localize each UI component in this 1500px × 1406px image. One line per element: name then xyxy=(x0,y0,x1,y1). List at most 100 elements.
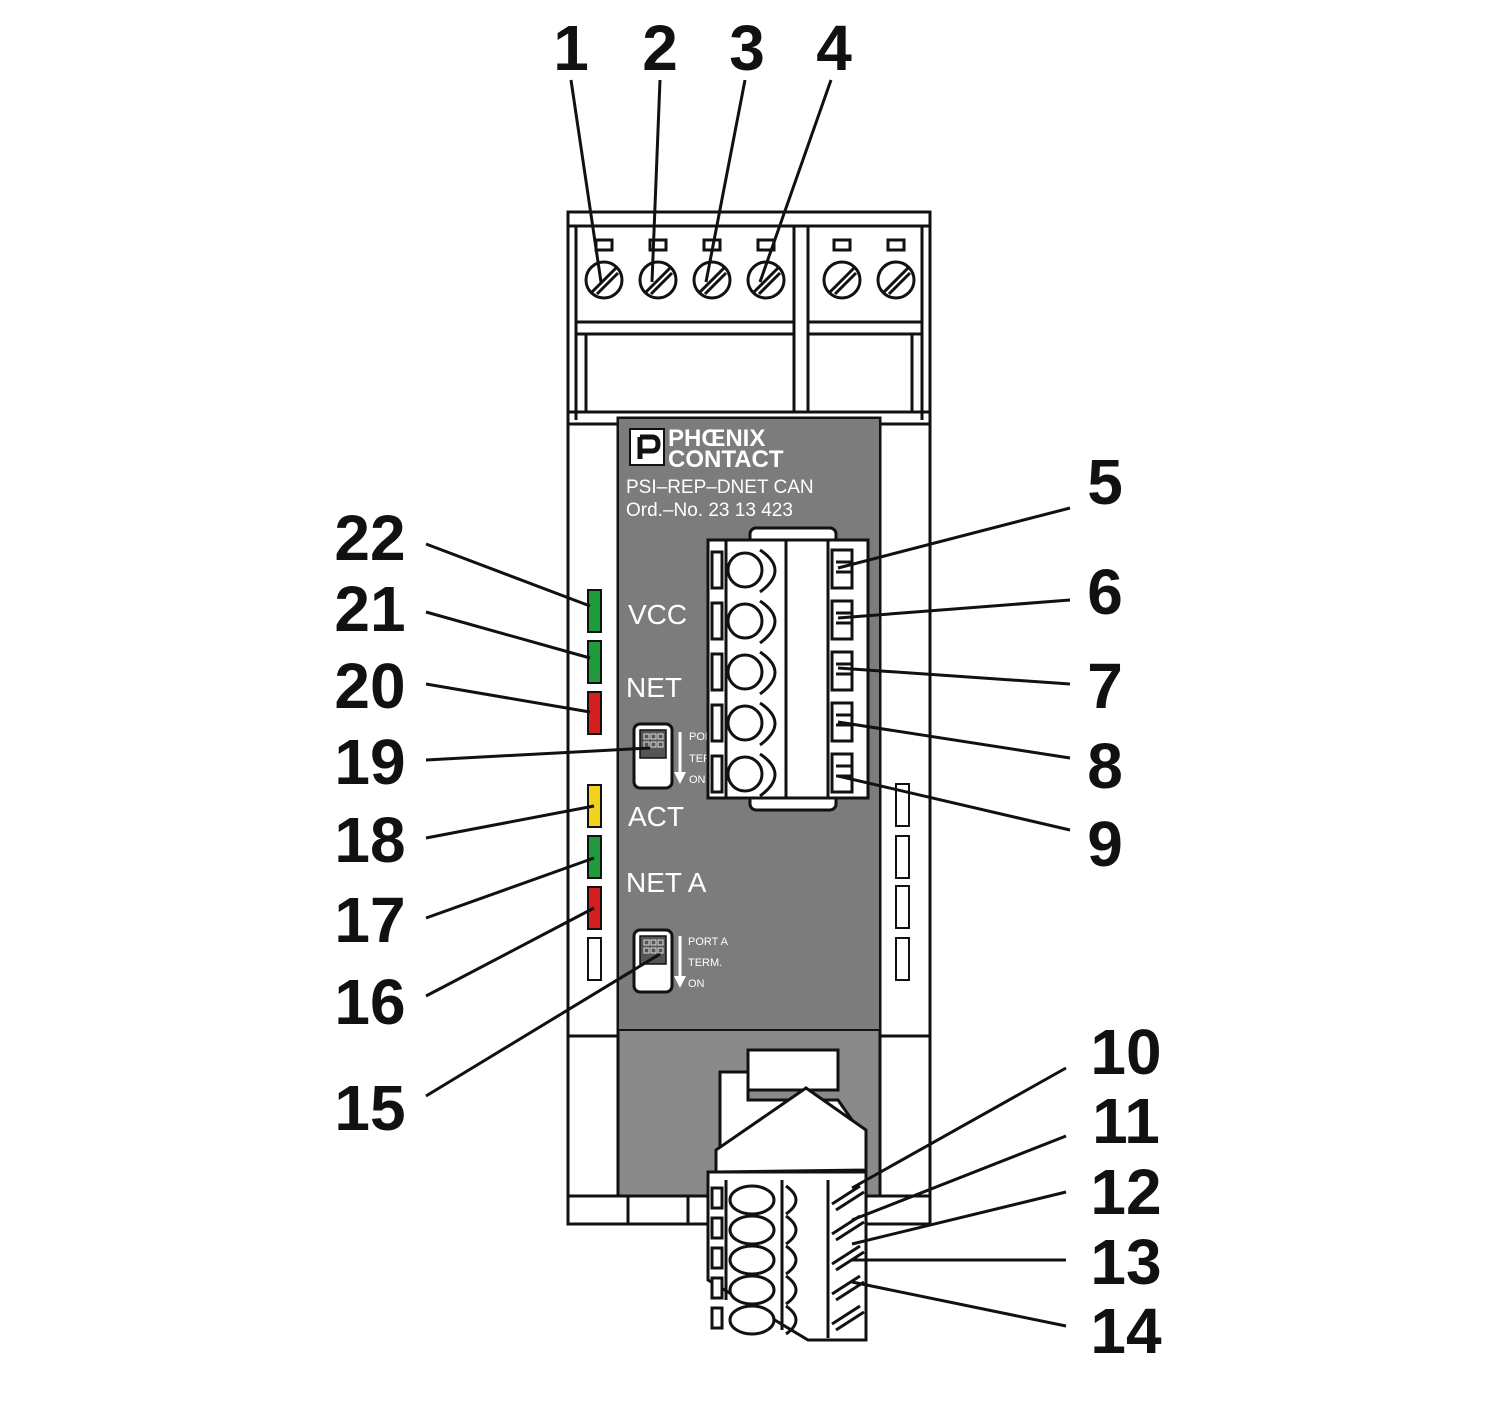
led-strip xyxy=(587,589,602,981)
callout-17: 17 xyxy=(334,884,405,956)
plug-wire-entry xyxy=(759,752,777,798)
terminal-opening xyxy=(832,238,852,252)
bottom-screw[interactable] xyxy=(728,1244,776,1276)
callout-10: 10 xyxy=(1090,1016,1161,1088)
terminal-opening xyxy=(648,238,668,252)
bottom-wire-entry xyxy=(785,1244,798,1276)
screw-slot xyxy=(703,271,728,296)
callout-18: 18 xyxy=(334,804,405,876)
act-label: ACT xyxy=(628,801,684,832)
plug-pin xyxy=(830,650,854,692)
terminal-opening xyxy=(594,238,614,252)
order-number: Ord.–No. 23 13 423 xyxy=(626,500,793,521)
plug-screw[interactable] xyxy=(726,755,764,793)
callout-16: 16 xyxy=(334,966,405,1038)
bottom-pin xyxy=(831,1274,861,1296)
bottom-slot xyxy=(710,1186,724,1210)
bottom-slot xyxy=(710,1306,724,1330)
callout-7: 7 xyxy=(1087,650,1123,722)
callout-4: 4 xyxy=(816,12,852,84)
led-22 xyxy=(587,589,602,633)
plug-wire-entry xyxy=(759,701,777,747)
bottom-pin xyxy=(835,1220,865,1242)
switch-upper-line3: ON xyxy=(689,774,706,786)
screw-slot xyxy=(752,266,780,294)
led-21 xyxy=(587,640,602,684)
screw-slot xyxy=(757,271,782,296)
termination-switch-upper[interactable]: POR TER ON xyxy=(632,722,713,790)
terminal-opening xyxy=(886,238,906,252)
bottom-pin xyxy=(835,1310,865,1332)
callout-15: 15 xyxy=(334,1072,405,1144)
termination-switch-port-a[interactable]: PORT A TERM. ON xyxy=(632,928,729,994)
callout-8: 8 xyxy=(1087,730,1123,802)
bottom-pin xyxy=(831,1184,861,1206)
bottom-pin xyxy=(831,1304,861,1326)
led-20 xyxy=(587,691,602,735)
callout-22: 22 xyxy=(334,502,405,574)
switch-lower-line2: TERM. xyxy=(688,957,722,969)
callout-6: 6 xyxy=(1087,556,1123,628)
switch-lower-line1: PORT A xyxy=(688,936,729,948)
callout-numbers: 1 2 3 4 5 6 7 8 9 10 11 12 13 14 15 16 1… xyxy=(334,12,1162,1367)
brand-line2: CONTACT xyxy=(668,446,784,473)
plug-screw[interactable] xyxy=(726,602,764,640)
bottom-wire-entry xyxy=(785,1184,798,1216)
screw-slot xyxy=(887,271,912,296)
led-16 xyxy=(587,886,602,930)
callout-1: 1 xyxy=(553,12,589,84)
bottom-pin xyxy=(835,1250,865,1272)
plug-slot xyxy=(710,652,724,692)
callout-12: 12 xyxy=(1090,1156,1161,1228)
plug-slot xyxy=(710,550,724,590)
screw-slot xyxy=(828,266,856,294)
vcc-label: VCC xyxy=(628,599,687,630)
screw-slot xyxy=(590,266,618,294)
bottom-slot xyxy=(710,1276,724,1300)
plug-pin xyxy=(830,548,854,590)
plug-screw[interactable] xyxy=(726,551,764,589)
callout-13: 13 xyxy=(1090,1226,1161,1298)
brand-line1: PHŒNIX xyxy=(668,425,765,452)
top-terminals xyxy=(584,238,916,300)
net-a-label: NET A xyxy=(626,867,707,898)
net-label: NET xyxy=(626,672,682,703)
bottom-wire-entry xyxy=(785,1214,798,1246)
callout-5: 5 xyxy=(1087,446,1123,518)
led-blank xyxy=(587,937,602,981)
bottom-pin xyxy=(831,1244,861,1266)
plug-slot xyxy=(710,703,724,743)
bottom-connector xyxy=(706,1048,868,1342)
plug-wire-entry xyxy=(759,599,777,645)
bottom-pin xyxy=(835,1190,865,1212)
plug-wire-entry xyxy=(759,548,777,594)
screw-slot xyxy=(644,266,672,294)
callout-14: 14 xyxy=(1090,1295,1162,1367)
plug-pin xyxy=(830,752,854,794)
callout-3: 3 xyxy=(729,12,765,84)
leader-lines xyxy=(425,79,1071,1328)
screw-slot xyxy=(833,271,858,296)
bottom-slot xyxy=(710,1216,724,1240)
phoenix-contact-logo: PHŒNIX CONTACT xyxy=(629,425,784,473)
screw-slot xyxy=(882,266,910,294)
switch-upper-line2: TER xyxy=(689,753,711,765)
plug-pin xyxy=(830,599,854,641)
plug-wire-entry xyxy=(759,650,777,696)
bottom-screw[interactable] xyxy=(728,1214,776,1246)
led-17 xyxy=(587,835,602,879)
plug-screw[interactable] xyxy=(726,653,764,691)
plug-screw[interactable] xyxy=(726,704,764,742)
screw-slot xyxy=(595,271,620,296)
callout-19: 19 xyxy=(334,726,405,798)
bottom-screw[interactable] xyxy=(728,1304,776,1336)
plug-slot xyxy=(710,754,724,794)
callout-20: 20 xyxy=(334,650,405,722)
callout-2: 2 xyxy=(642,12,678,84)
bus-connector-plug xyxy=(706,526,870,812)
bottom-screw[interactable] xyxy=(728,1274,776,1306)
bottom-wire-entry xyxy=(785,1304,798,1336)
bottom-screw[interactable] xyxy=(728,1184,776,1216)
